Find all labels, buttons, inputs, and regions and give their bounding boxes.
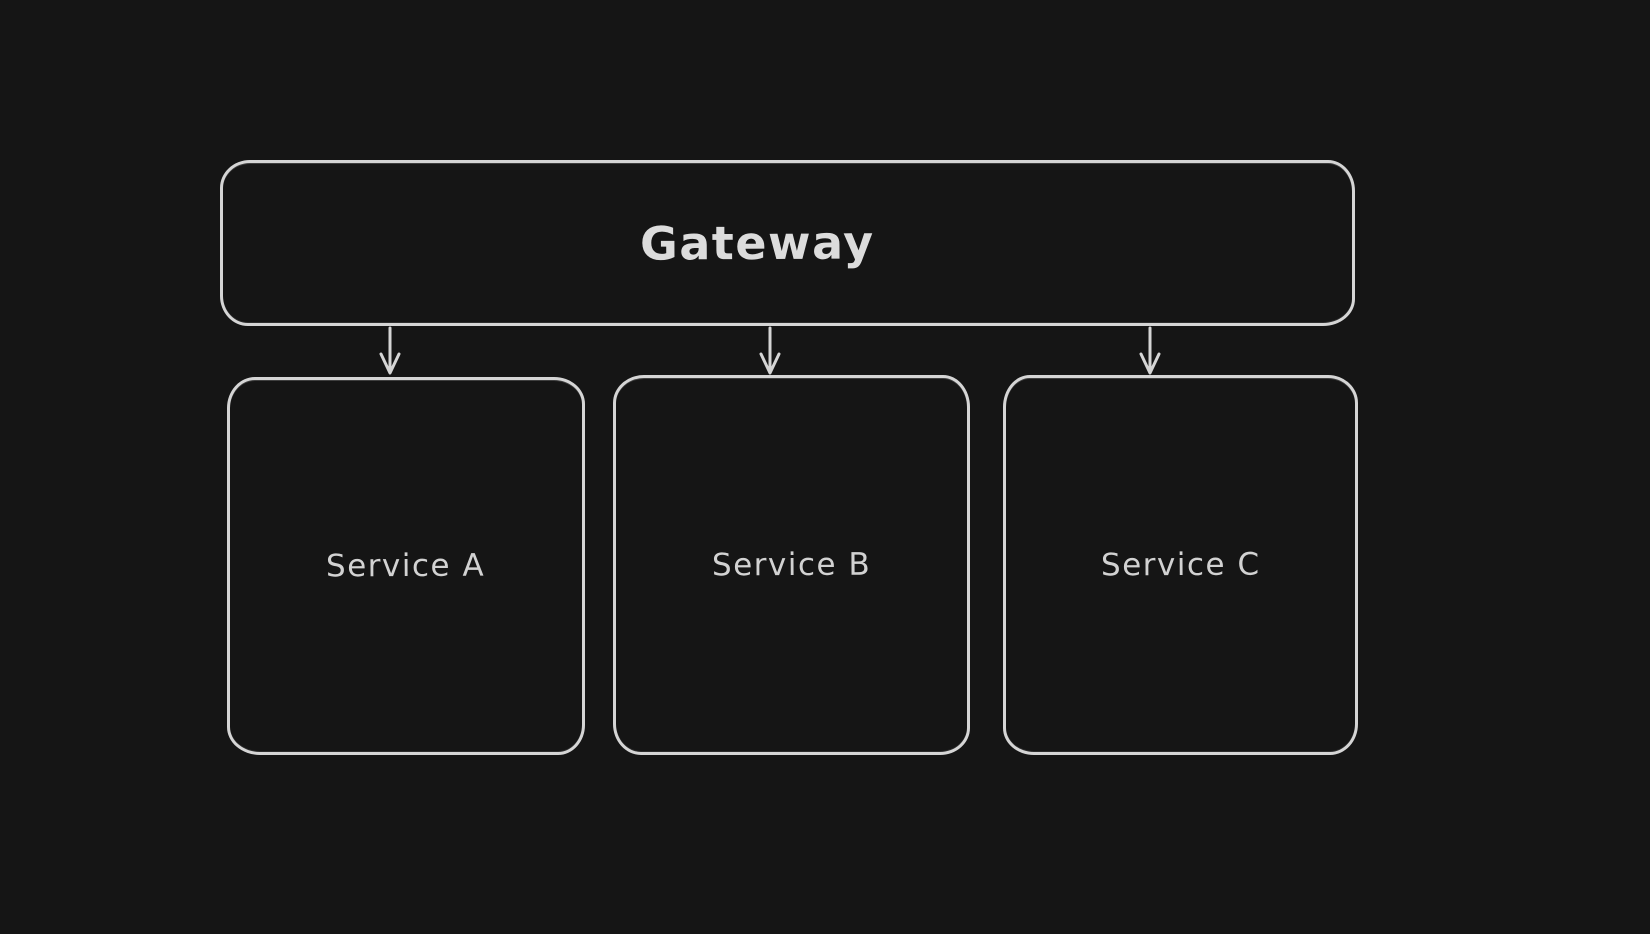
node-service-c[interactable]: Service C <box>1003 375 1358 755</box>
arrow-gateway-to-service-a-icon <box>379 326 401 375</box>
node-service-b[interactable]: Service B <box>613 375 970 755</box>
arrow-gateway-to-service-b-icon <box>759 326 781 375</box>
arrow-gateway-to-service-c-icon <box>1139 326 1161 375</box>
node-service-a[interactable]: Service A <box>227 377 585 755</box>
node-service-b-label: Service B <box>711 546 872 584</box>
node-service-a-label: Service A <box>326 547 486 585</box>
node-gateway-label: Gateway <box>640 215 875 271</box>
node-service-c-label: Service C <box>1100 546 1261 584</box>
node-gateway[interactable]: Gateway <box>220 160 1355 326</box>
